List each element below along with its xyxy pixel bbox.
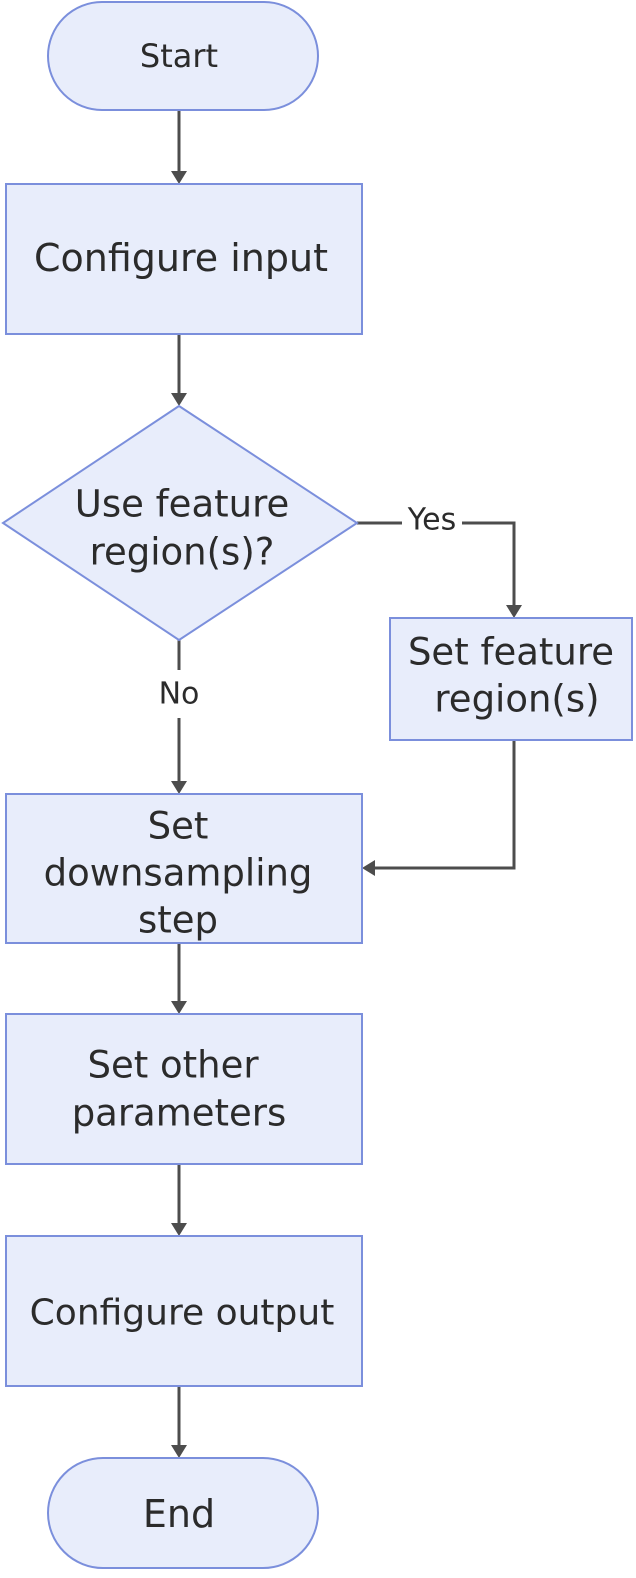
edge-set-feature-to-downsampling [375, 740, 516, 870]
arrowhead-icon [506, 605, 522, 618]
arrowhead-icon [362, 860, 375, 876]
node-decision-use-feature-regions: Use feature region(s)? [1, 404, 359, 642]
arrowhead-icon [171, 781, 187, 794]
decision-label-line1: Use feature [75, 483, 289, 526]
arrowhead-icon [171, 1445, 187, 1458]
node-set-downsampling-step: Set downsampling step [5, 793, 363, 944]
downsampling-label-line2: downsampling [44, 852, 313, 895]
node-end: End [47, 1457, 319, 1569]
start-label: Start [140, 37, 218, 75]
arrowhead-icon [171, 1223, 187, 1236]
edge-label-no: No [150, 670, 208, 718]
no-label: No [159, 677, 200, 712]
node-start: Start [47, 1, 319, 111]
downsampling-label-line1: Set [148, 805, 209, 848]
node-set-other-parameters: Set other parameters [5, 1013, 363, 1165]
end-label: End [143, 1492, 215, 1536]
decision-label-line2: region(s)? [90, 531, 275, 574]
node-configure-input: Configure input [5, 183, 363, 335]
set-feature-label-line1: Set feature [408, 631, 614, 674]
downsampling-label-line3: step [138, 899, 218, 942]
configure-output-label: Configure output [30, 1293, 335, 1334]
node-set-feature-regions: Set feature region(s) [389, 617, 633, 741]
edges [171, 110, 522, 1458]
other-params-label-line1: Set other [87, 1044, 259, 1087]
arrowhead-icon [171, 1001, 187, 1014]
edge-label-yes: Yes [402, 503, 462, 541]
yes-label: Yes [407, 503, 456, 538]
set-feature-label-line2: region(s) [434, 678, 599, 721]
configure-input-label: Configure input [34, 236, 328, 280]
arrowhead-icon [171, 171, 187, 184]
arrowhead-icon [171, 393, 187, 406]
other-params-label-line2: parameters [72, 1092, 287, 1135]
node-configure-output: Configure output [5, 1235, 363, 1387]
